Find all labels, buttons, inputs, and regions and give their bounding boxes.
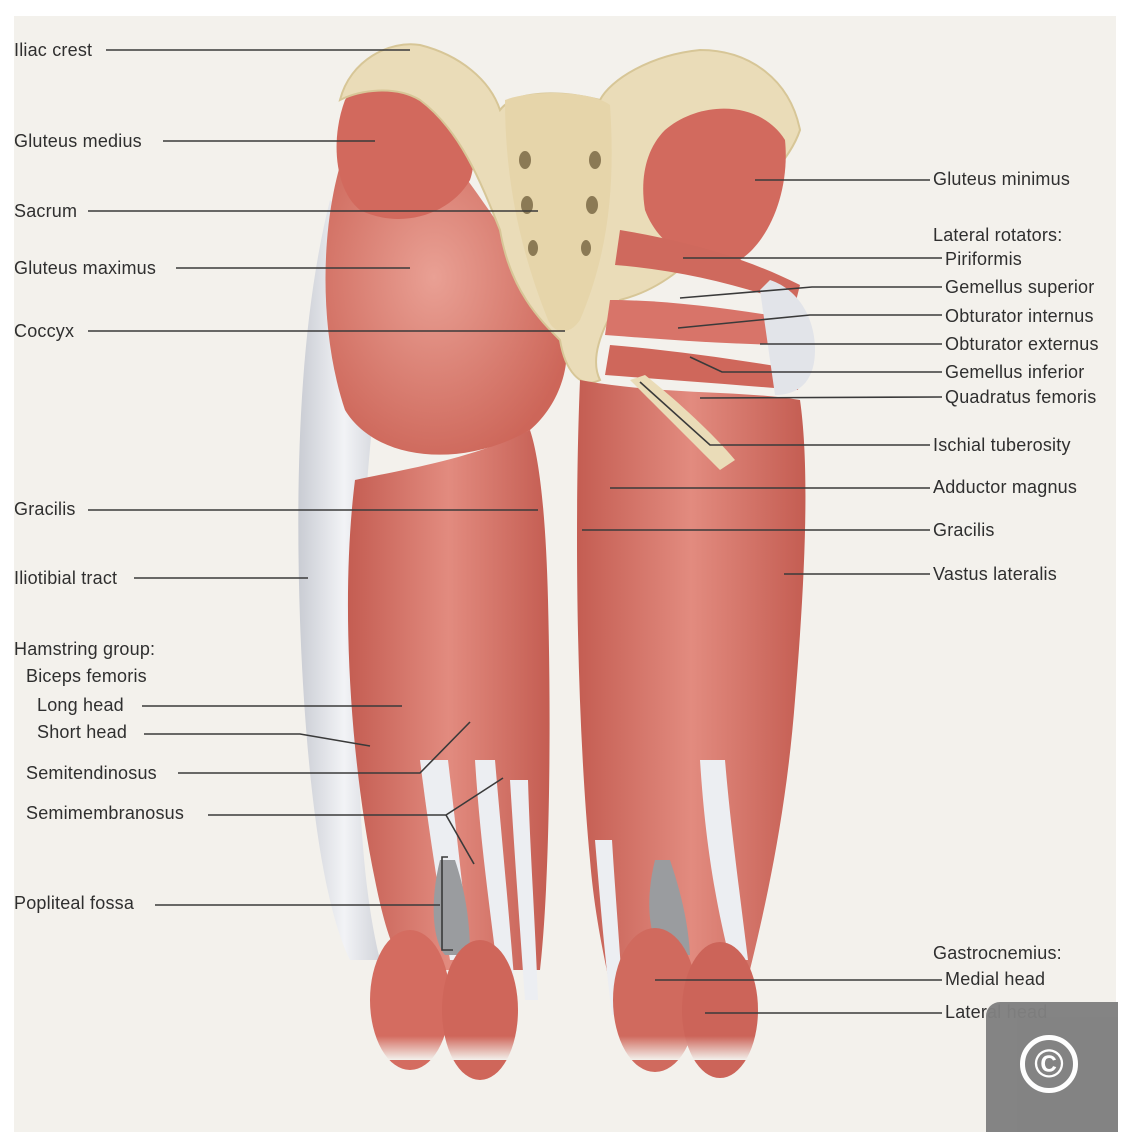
label-short-head: Short head: [37, 722, 128, 742]
label-vastus-lateralis: Vastus lateralis: [933, 564, 1057, 584]
label-lateral-rotators: Lateral rotators:: [933, 225, 1063, 245]
ischial-tuberosity-shape: [630, 375, 735, 470]
label-coccyx: Coccyx: [14, 321, 75, 341]
copyright-icon: ©: [1020, 1035, 1078, 1093]
label-medial-head: Medial head: [945, 969, 1046, 989]
copyright-badge: ©: [986, 1002, 1118, 1132]
label-iliotibial-tract: Iliotibial tract: [14, 568, 118, 588]
leader-lines-right: [582, 179, 943, 1014]
label-hamstring-group: Hamstring group:: [14, 639, 156, 659]
label-gluteus-maximus: Gluteus maximus: [14, 258, 157, 278]
label-obturator-externus: Obturator externus: [945, 334, 1099, 354]
label-iliac-crest: Iliac crest: [14, 40, 93, 60]
piriformis-shape: [615, 230, 800, 305]
label-long-head: Long head: [37, 695, 124, 715]
label-gluteus-medius: Gluteus medius: [14, 131, 142, 151]
label-ischial-tuberosity: Ischial tuberosity: [933, 435, 1071, 455]
label-adductor-magnus: Adductor magnus: [933, 477, 1078, 497]
label-gluteus-minimus: Gluteus minimus: [933, 169, 1071, 189]
leader-lines-left: [88, 49, 565, 951]
label-gemellus-inferior: Gemellus inferior: [945, 362, 1085, 382]
label-gracilis-left: Gracilis: [14, 499, 76, 519]
label-obturator-internus: Obturator internus: [945, 306, 1094, 326]
right-thigh-muscles: [577, 380, 806, 1010]
label-sacrum: Sacrum: [14, 201, 78, 221]
label-biceps-femoris: Biceps femoris: [26, 666, 147, 686]
obturator-internus-shape: [605, 300, 800, 345]
label-gastrocnemius: Gastrocnemius:: [933, 943, 1062, 963]
label-semimembranosus: Semimembranosus: [26, 803, 185, 823]
label-popliteal-fossa: Popliteal fossa: [14, 893, 135, 913]
label-semitendinosus: Semitendinosus: [26, 763, 157, 783]
gluteus-minimus-shape: [643, 108, 786, 263]
label-piriformis: Piriformis: [945, 249, 1022, 269]
label-quadratus-femoris: Quadratus femoris: [945, 387, 1097, 407]
label-gemellus-superior: Gemellus superior: [945, 277, 1095, 297]
gemellus-inferior-shape: [605, 345, 800, 390]
label-gracilis-right: Gracilis: [933, 520, 995, 540]
sacrum-shape: [505, 93, 612, 332]
